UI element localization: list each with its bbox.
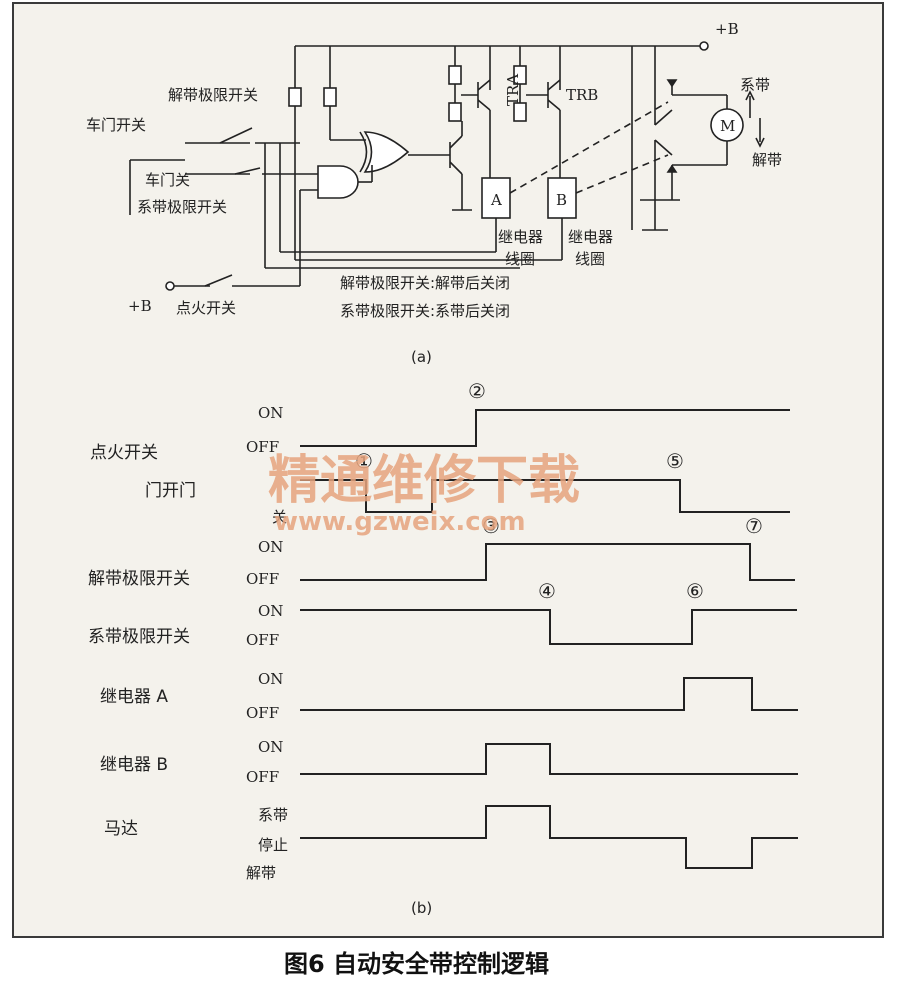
timing-marker: ⑤ — [666, 449, 684, 473]
watermark-title: 精通维修下载 — [268, 451, 580, 511]
release-direction-label: 解带 — [752, 151, 782, 169]
timing-state-bottom: OFF — [246, 704, 279, 722]
b-plus-top-label: +B — [715, 20, 739, 38]
timing-state-top: ON — [258, 538, 283, 556]
timing-trace — [300, 609, 797, 645]
relay-coil-1-label-b: 线圈 — [505, 250, 535, 268]
watermark-url: www.gzweix.com — [274, 507, 526, 537]
fasten-direction-label: 系带 — [740, 76, 770, 94]
tra-label: TRA — [504, 74, 522, 106]
figure-caption: 图6 自动安全带控制逻辑 — [284, 950, 549, 978]
timing-state-bottom: OFF — [246, 438, 279, 456]
timing-trace — [300, 543, 795, 581]
door-switch-label: 车门开关 — [86, 116, 146, 134]
timing-marker: ③ — [482, 514, 500, 538]
relay-coil-2-label-a: 继电器 — [568, 228, 613, 246]
b-plus-left-label: +B — [128, 297, 152, 315]
timing-row-name: 马达 — [104, 819, 138, 839]
timing-trace — [300, 409, 790, 447]
timing-state-top: ON — [258, 738, 283, 756]
release-limit-switch-label: 解带极限开关 — [168, 86, 258, 104]
timing-row-name: 门开门 — [145, 481, 196, 501]
circuit-panel — [129, 41, 765, 291]
timing-traces — [300, 409, 798, 869]
timing-marker: ⑦ — [745, 514, 763, 538]
timing-state-top: ON — [258, 670, 283, 688]
timing-trace — [300, 677, 798, 711]
timing-state-bottom: 解带 — [246, 864, 276, 882]
timing-marker: ⑥ — [686, 579, 704, 603]
timing-state-mid: 停止 — [258, 836, 288, 854]
trb-label: TRB — [566, 86, 598, 104]
timing-state-bottom: OFF — [246, 768, 279, 786]
panel-a-label: (a) — [411, 348, 432, 366]
timing-row-name: 系带极限开关 — [88, 627, 190, 647]
timing-row-name: 点火开关 — [90, 443, 158, 463]
relay-b-box-label: B — [556, 191, 567, 209]
timing-state-top: ON — [258, 602, 283, 620]
panel-b-label: (b) — [411, 899, 432, 917]
timing-state-bottom: OFF — [246, 631, 279, 649]
circuit-labels: +B 解带极限开关 车门开关 车门关 系带极限开关 +B 点火开关 TRA TR… — [86, 20, 782, 366]
fasten-limit-switch-label: 系带极限开关 — [137, 198, 227, 216]
timing-marker: ① — [355, 449, 373, 473]
timing-trace — [300, 805, 798, 869]
note-fasten-limit: 系带极限开关:系带后关闭 — [340, 302, 510, 320]
timing-trace — [300, 479, 790, 513]
timing-markers: ① ② ③ ④ ⑤ ⑥ ⑦ — [355, 379, 763, 603]
relay-coil-1-label-a: 继电器 — [498, 228, 543, 246]
figure-frame — [12, 2, 884, 938]
motor-label: M — [720, 117, 735, 135]
door-closed-label: 车门关 — [145, 171, 190, 189]
timing-state-top: 系带 — [258, 806, 288, 824]
timing-row-name: 继电器 B — [100, 755, 168, 775]
relay-coil-2-label-b: 线圈 — [575, 250, 605, 268]
timing-row-name: 继电器 A — [100, 687, 168, 707]
relay-a-box-label: A — [490, 191, 502, 209]
timing-state-bottom: OFF — [246, 570, 279, 588]
note-release-limit: 解带极限开关:解带后关闭 — [340, 274, 510, 292]
timing-marker: ④ — [538, 579, 556, 603]
timing-trace — [300, 743, 798, 775]
timing-state-top: ON — [258, 404, 283, 422]
timing-marker: ② — [468, 379, 486, 403]
timing-row-name: 解带极限开关 — [88, 569, 190, 589]
ignition-switch-label: 点火开关 — [176, 299, 236, 317]
timing-state-bottom: 关 — [272, 508, 287, 526]
